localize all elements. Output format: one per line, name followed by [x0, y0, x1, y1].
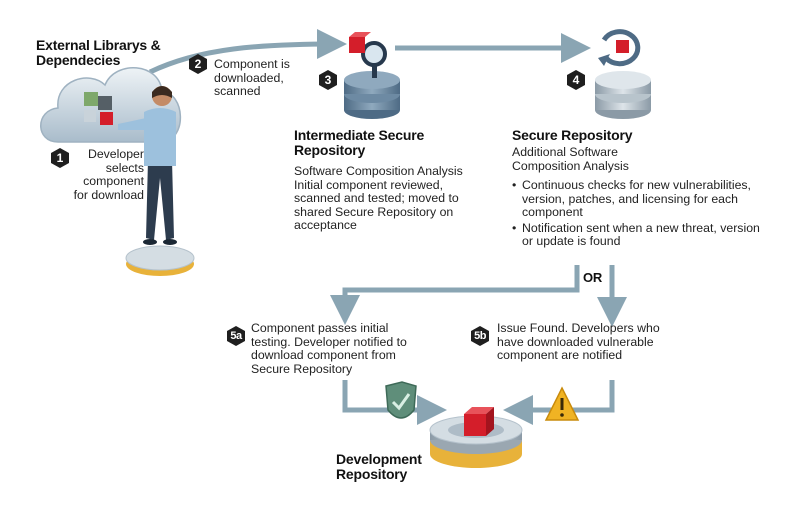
secure-repository-bullets: Continuous checks for new vulnerabilitie…	[512, 178, 760, 251]
dev-red-cube-icon	[464, 407, 494, 436]
intermediate-repository-title: Intermediate Secure Repository	[294, 127, 425, 158]
arrow-download	[148, 29, 347, 75]
step-5a-text: Component passes initial testing. Develo…	[251, 321, 407, 376]
shield-check-icon	[385, 381, 417, 419]
step-5b-badge: 5b	[470, 326, 490, 346]
step-5b-text: Issue Found. Developers who have downloa…	[497, 321, 660, 362]
or-label: OR	[583, 270, 603, 285]
secure-repository-stack	[595, 71, 651, 119]
arrow-5b-to-dev	[503, 380, 615, 425]
external-libraries-title: External Librarys & Dependecies	[36, 37, 161, 68]
step-1-badge: 1	[50, 148, 70, 168]
developer-pedestal	[125, 245, 195, 276]
step-3-badge: 3	[318, 70, 338, 90]
bullet-item: Notification sent when a new threat, ver…	[512, 221, 760, 249]
developer-figure-icon	[118, 86, 177, 245]
step-3-text: Software Composition Analysis Initial co…	[294, 164, 463, 232]
development-repository-title: Development Repository	[336, 451, 422, 482]
red-cube-icon	[349, 32, 371, 53]
step-4-badge: 4	[566, 70, 586, 90]
secure-repository-subtitle: Additional Software Composition Analysis	[512, 145, 629, 173]
refresh-cycle-icon	[598, 29, 641, 67]
step-2-text: Component is downloaded, scanned	[214, 57, 290, 98]
bullet-item: Continuous checks for new vulnerabilitie…	[512, 178, 760, 220]
step-1-text: Developer selects component for download	[73, 147, 144, 202]
arrow-to-5a	[330, 265, 580, 325]
step-2-badge: 2	[188, 54, 208, 74]
intermediate-repository-stack	[344, 71, 400, 119]
step-5a-badge: 5a	[226, 326, 246, 346]
magnifier-scan-icon	[361, 41, 387, 78]
warning-triangle-icon	[544, 386, 580, 421]
secure-repository-title: Secure Repository	[512, 127, 633, 143]
